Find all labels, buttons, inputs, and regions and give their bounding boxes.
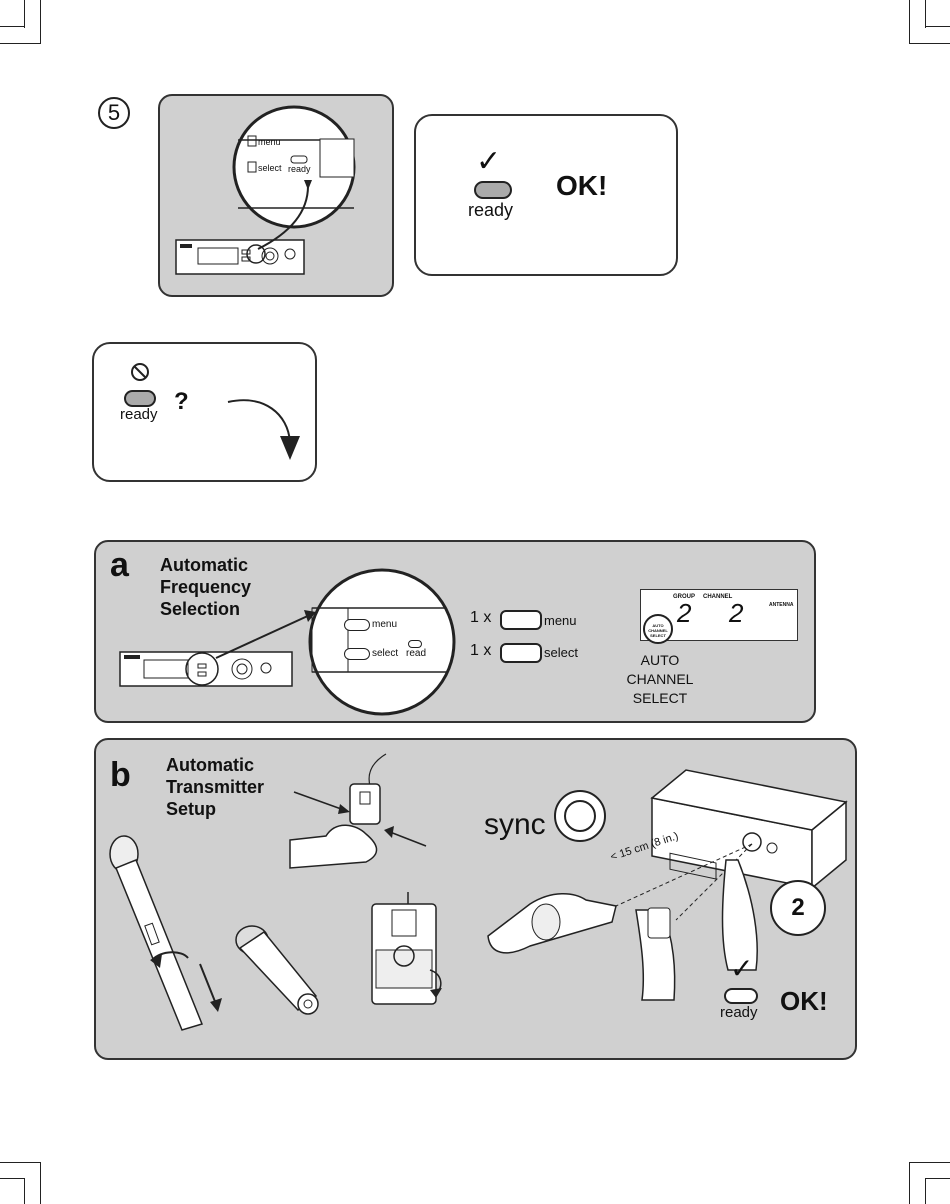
- crop-mark: [40, 1162, 41, 1204]
- zoom-select-label: select: [258, 163, 282, 173]
- zoom-menu-label: menu: [258, 137, 281, 147]
- press-count-menu: 1 x: [470, 609, 491, 627]
- success-card: ✓ ready OK!: [414, 114, 678, 276]
- ready-led: [124, 390, 156, 407]
- zoom-ready-label: ready: [288, 164, 311, 174]
- crop-mark: [40, 0, 41, 44]
- menu-button-label: menu: [544, 613, 577, 628]
- panel-b-letter: b: [110, 758, 131, 792]
- step-number-badge: 5: [98, 97, 130, 129]
- no-symbol-icon: [130, 362, 150, 382]
- receiver-display: GROUP CHANNEL ANTENNA 2 2 AUTO CHANNEL S…: [640, 589, 798, 641]
- receiver-zoom-illustration: [158, 94, 394, 297]
- press-count-select: 1 x: [470, 642, 491, 660]
- antenna-label: ANTENNA: [769, 602, 793, 608]
- bodypack-battery-illustration: [364, 890, 464, 1010]
- question-mark: ?: [174, 388, 189, 416]
- zoom-menu-button: [344, 619, 370, 631]
- select-button-label: select: [544, 645, 578, 660]
- bodypack-in-hand-illustration: [286, 750, 436, 870]
- crop-mark: [0, 1178, 25, 1179]
- panel-a: a Automatic Frequency Selection menu sel…: [94, 540, 816, 723]
- select-button: [500, 643, 542, 663]
- timer-icon: 2: [770, 880, 826, 936]
- crop-mark: [0, 1162, 41, 1163]
- ok-text: OK!: [556, 170, 607, 202]
- crop-mark: [925, 1178, 950, 1179]
- timer-value: 2: [791, 894, 804, 921]
- crop-mark: [0, 26, 25, 27]
- panel-b-heading: Automatic Transmitter Setup: [166, 754, 264, 820]
- panel-b: b Automatic Transmitter Setup sync: [94, 738, 857, 1060]
- crop-mark: [909, 43, 950, 44]
- panel-a-letter: a: [110, 548, 129, 582]
- channel-value: 2: [729, 598, 743, 629]
- ready-led: [474, 181, 512, 199]
- curved-arrow-icon: [224, 394, 304, 464]
- failure-card: ready ?: [92, 342, 317, 482]
- step-number: 5: [108, 100, 120, 125]
- ready-label: ready: [468, 200, 513, 221]
- crop-mark: [909, 0, 910, 44]
- ok-text: OK!: [780, 986, 828, 1017]
- auto-channel-select-button-text: AUTO CHANNEL SELECT: [645, 616, 671, 638]
- zoom-select-button: [344, 648, 370, 660]
- crop-mark: [24, 1178, 25, 1204]
- crop-mark: [0, 43, 41, 44]
- ready-led: [724, 988, 758, 1004]
- zoom-menu-label: menu: [372, 619, 397, 630]
- channel-label: CHANNEL: [703, 594, 732, 600]
- zoom-ready-label: read: [406, 648, 426, 659]
- zoom-ready-led: [408, 640, 422, 648]
- auto-channel-select-button: AUTO CHANNEL SELECT: [643, 614, 673, 644]
- crop-mark: [24, 0, 25, 28]
- crop-mark: [925, 1178, 926, 1204]
- zoom-select-label: select: [372, 648, 398, 659]
- mic-battery-illustration: [228, 920, 328, 1020]
- ready-label: ready: [720, 1004, 758, 1021]
- group-value: 2: [677, 598, 691, 629]
- crop-mark: [925, 0, 926, 28]
- check-icon: ✓: [730, 952, 753, 985]
- crop-mark: [909, 1162, 910, 1204]
- crop-mark: [925, 26, 950, 27]
- crop-mark: [909, 1162, 950, 1163]
- receiver-front-illustration: [116, 602, 516, 722]
- handheld-mic-illustration: [102, 830, 232, 1040]
- check-icon: ✓: [476, 144, 501, 179]
- menu-button: [500, 610, 542, 630]
- ready-label: ready: [120, 406, 158, 423]
- auto-channel-select-caption: AUTO CHANNEL SELECT: [612, 651, 708, 708]
